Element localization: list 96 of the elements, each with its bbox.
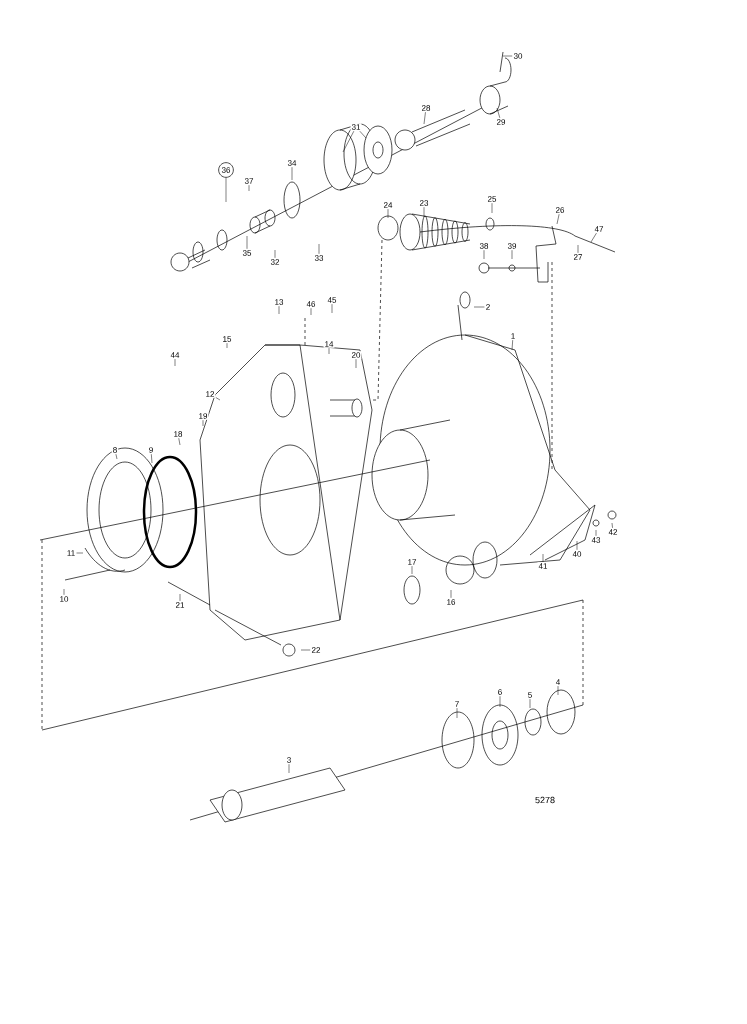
callout-number: 16	[445, 598, 457, 606]
callout-number: 38	[478, 242, 490, 250]
callout-number: 1	[509, 332, 517, 340]
leader-line	[499, 695, 501, 708]
callout-number: 2	[484, 303, 492, 311]
callout-number: 46	[305, 300, 317, 308]
figure-number: 5278	[535, 796, 555, 804]
leader-line	[310, 307, 312, 316]
leader-line	[76, 552, 84, 554]
callout-number: 8	[111, 446, 119, 454]
callout-number: 31	[350, 123, 362, 131]
callout-number: 33	[313, 254, 325, 262]
callout-number: 7	[453, 700, 461, 708]
callout-number: 40	[571, 550, 583, 558]
leader-line	[115, 453, 118, 460]
leader-line	[423, 206, 425, 218]
leader-line	[215, 397, 221, 401]
leader-line	[288, 763, 290, 774]
leader-line	[542, 553, 544, 563]
callout-number: 3	[285, 756, 293, 764]
leader-line	[226, 342, 228, 349]
leader-line	[359, 130, 367, 139]
leader-line	[576, 540, 578, 551]
callout-number: 13	[273, 298, 285, 306]
callout-number: 39	[506, 242, 518, 250]
callout-number: 6	[496, 688, 504, 696]
leader-line	[529, 698, 531, 709]
callout-number: 4	[554, 678, 562, 686]
callout-number: 37	[243, 177, 255, 185]
callout-number: 43	[590, 536, 602, 544]
callout-number: 9	[147, 446, 155, 454]
leader-line	[511, 339, 513, 351]
leader-line	[590, 232, 597, 243]
leader-line	[225, 177, 227, 203]
circled-callout-number: 36	[218, 162, 234, 178]
callout-number: 44	[169, 351, 181, 359]
callout-number: 22	[310, 646, 322, 654]
callout-number: 32	[269, 258, 281, 266]
leader-line	[274, 249, 276, 259]
callout-number: 14	[323, 340, 335, 348]
callout-number: 21	[174, 601, 186, 609]
leader-line	[246, 235, 248, 250]
leader-line	[342, 130, 355, 153]
leader-line	[483, 249, 485, 260]
leader-line	[178, 437, 181, 446]
leader-line	[491, 202, 493, 214]
callout-number: 35	[241, 249, 253, 257]
callout-number: 25	[486, 195, 498, 203]
leader-line	[577, 244, 579, 254]
leader-line	[300, 649, 311, 651]
leader-line	[411, 565, 413, 575]
callout-number: 41	[537, 562, 549, 570]
callout-number: 18	[172, 430, 184, 438]
leader-line	[328, 347, 330, 355]
leader-line	[496, 107, 501, 119]
leader-line	[331, 303, 333, 314]
leader-line	[318, 243, 320, 255]
leader-line	[450, 589, 452, 599]
leader-line	[502, 55, 513, 57]
callout-number: 15	[221, 335, 233, 343]
callout-number: 27	[572, 253, 584, 261]
callout-number: 34	[286, 159, 298, 167]
callout-number: 45	[326, 296, 338, 304]
callout-number: 24	[382, 201, 394, 209]
leader-line	[248, 184, 250, 192]
leader-line	[511, 249, 513, 260]
leader-line	[595, 529, 597, 537]
leader-line	[63, 588, 65, 596]
leader-line	[423, 111, 426, 125]
callout-number: 19	[197, 412, 209, 420]
callout-number: 29	[495, 118, 507, 126]
callout-number: 47	[593, 225, 605, 233]
callout-number: 20	[350, 351, 362, 359]
callout-number: 12	[204, 390, 216, 398]
leader-line	[179, 593, 181, 602]
leader-line	[387, 208, 389, 219]
leader-line	[557, 685, 559, 696]
callout-number: 17	[406, 558, 418, 566]
callout-number: 42	[607, 528, 619, 536]
leader-line	[151, 453, 153, 464]
leader-line	[355, 358, 357, 369]
callout-number: 10	[58, 595, 70, 603]
leader-line	[456, 707, 458, 719]
callout-number: 5	[526, 691, 534, 699]
callout-number: 11	[65, 549, 77, 557]
callout-number: 28	[420, 104, 432, 112]
callout-number: 26	[554, 206, 566, 214]
leader-line	[556, 213, 560, 225]
leader-line	[611, 522, 613, 529]
callout-number: 30	[512, 52, 524, 60]
leader-line	[473, 306, 485, 308]
callout-number: 23	[418, 199, 430, 207]
leader-line	[202, 419, 204, 427]
leader-line	[174, 358, 176, 367]
leader-line	[278, 305, 280, 315]
leader-line	[291, 166, 293, 181]
